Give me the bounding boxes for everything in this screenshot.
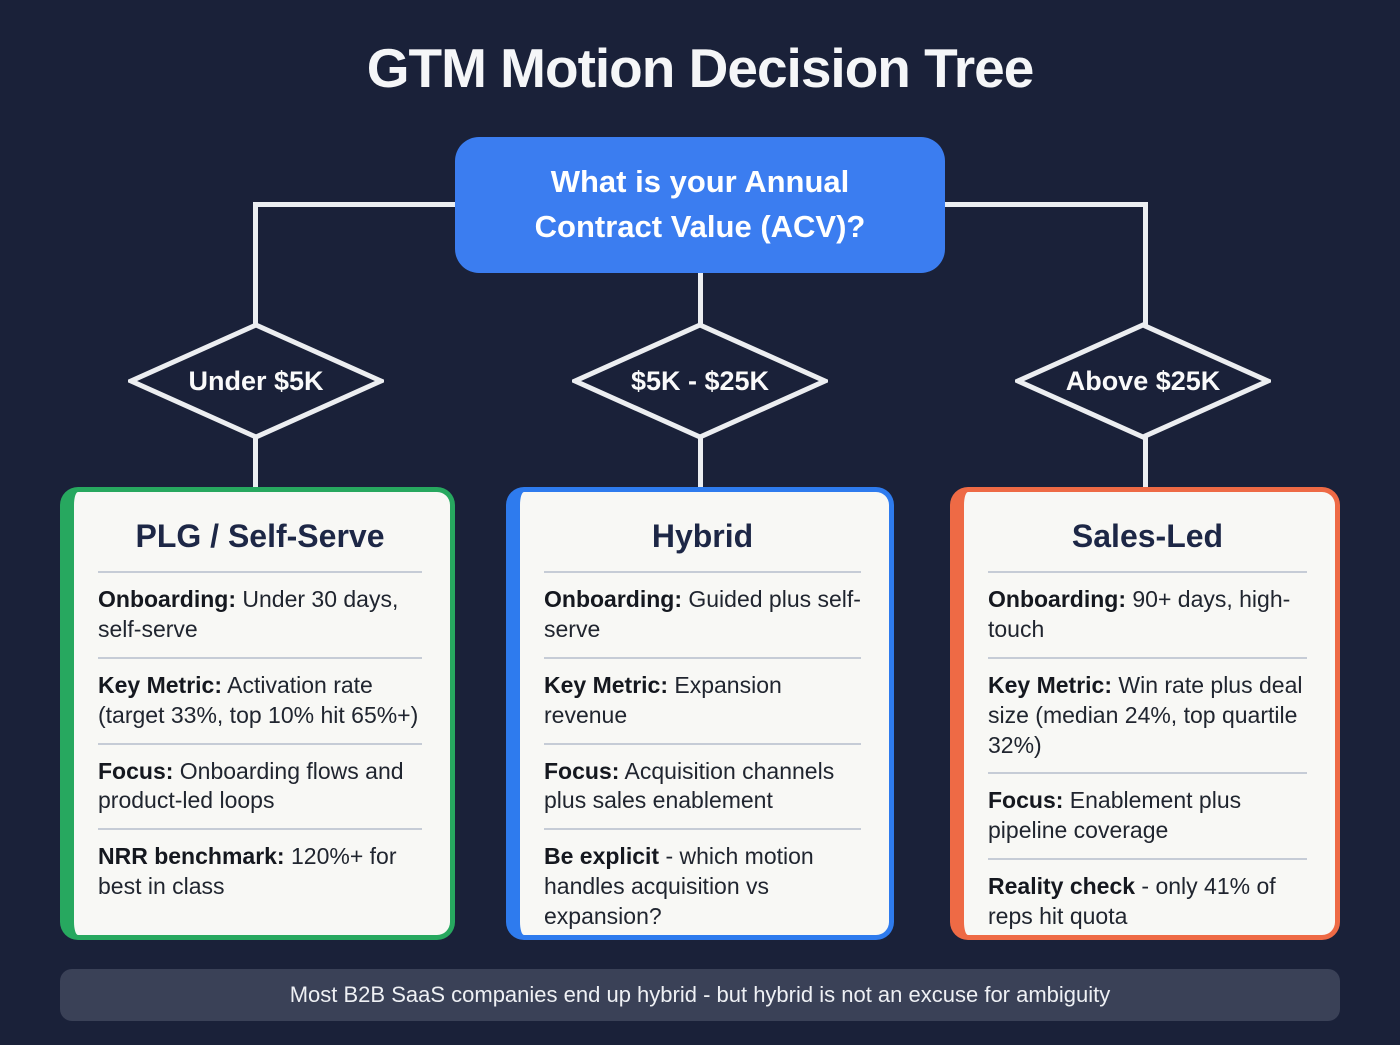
row-text: Onboarding flows and product-led loops xyxy=(98,757,404,814)
divider xyxy=(98,571,422,573)
card-row: Key Metric: Win rate plus deal size (med… xyxy=(988,659,1307,773)
card-row: Key Metric: Expansion revenue xyxy=(544,659,861,743)
row-label: Focus: xyxy=(98,757,174,784)
branch-node-under-5k: Under $5K xyxy=(128,322,384,440)
page-title: GTM Motion Decision Tree xyxy=(366,37,1035,99)
divider xyxy=(988,858,1307,861)
branch-label: $5K - $25K xyxy=(630,365,770,396)
row-label: Key Metric: xyxy=(98,671,222,698)
row-text: Win rate plus deal size (median 24%, top… xyxy=(988,671,1303,758)
row-label: Key Metric: xyxy=(988,671,1112,698)
divider xyxy=(544,571,861,573)
card-hybrid: Hybrid Onboarding: Guided plus self-serv… xyxy=(506,487,894,940)
card-row: Focus: Onboarding flows and product-led … xyxy=(98,745,422,829)
diamond-outline-icon xyxy=(1015,322,1271,440)
card-row: Onboarding: Guided plus self-serve xyxy=(544,573,861,657)
footer-note-bar: Most B2B SaaS companies end up hybrid - … xyxy=(60,969,1340,1021)
card-row: Reality check - only 41% of reps hit quo… xyxy=(988,860,1307,944)
row-text: - which motion handles acquisition vs ex… xyxy=(544,843,814,930)
card-row: Onboarding: Under 30 days, self-serve xyxy=(98,573,422,657)
connector-middle-vertical xyxy=(698,272,703,328)
row-label: Focus: xyxy=(544,757,620,784)
row-text: Under 30 days, self-serve xyxy=(98,586,399,642)
branch-node-5k-25k: $5K - $25K xyxy=(572,322,828,440)
connector-left-vertical xyxy=(253,202,258,328)
card-row: Be explicit - which motion handles acqui… xyxy=(544,830,861,944)
branch-label: Above $25K xyxy=(1065,365,1221,396)
row-text: 120%+ for best in class xyxy=(98,843,397,900)
row-text: Guided plus self-serve xyxy=(544,586,861,642)
connector-branch2-to-card xyxy=(698,434,703,488)
row-text: Acquisition channels plus sales enableme… xyxy=(544,757,835,814)
footer-note-text: Most B2B SaaS companies end up hybrid - … xyxy=(289,982,1111,1007)
divider xyxy=(544,828,861,831)
card-row: NRR benchmark: 120%+ for best in class xyxy=(98,830,422,914)
card-title: PLG / Self-Serve xyxy=(135,518,385,554)
divider xyxy=(544,656,861,659)
card-row: Onboarding: 90+ days, high-touch xyxy=(988,573,1307,657)
row-label: Onboarding: xyxy=(988,586,1126,612)
card-title: Hybrid xyxy=(651,518,754,554)
row-label: Reality check xyxy=(988,873,1136,900)
row-label: Focus: xyxy=(988,787,1064,814)
connector-right-horizontal xyxy=(945,202,1145,207)
divider xyxy=(988,656,1307,659)
card-sales-led: Sales-Led Onboarding: 90+ days, high-tou… xyxy=(950,487,1340,940)
row-text: Activation rate (target 33%, top 10% hit… xyxy=(98,671,419,728)
divider xyxy=(98,828,422,831)
card-title: Sales-Led xyxy=(1071,518,1224,554)
connector-branch1-to-card xyxy=(253,434,258,488)
card-row: Key Metric: Activation rate (target 33%,… xyxy=(98,659,422,743)
divider xyxy=(988,571,1307,573)
row-label: Onboarding: xyxy=(544,586,682,612)
divider xyxy=(544,742,861,745)
row-label: Key Metric: xyxy=(544,671,668,698)
row-text: Expansion revenue xyxy=(544,671,782,728)
card-row: Focus: Acquisition channels plus sales e… xyxy=(544,745,861,829)
row-text: Enablement plus pipeline coverage xyxy=(988,787,1242,844)
row-text: - only 41% of reps hit quota xyxy=(988,873,1276,930)
branch-node-above-25k: Above $25K xyxy=(1015,322,1271,440)
row-text: 90+ days, high-touch xyxy=(988,586,1291,642)
diamond-outline-icon xyxy=(572,322,828,440)
card-plg-self-serve: PLG / Self-Serve Onboarding: Under 30 da… xyxy=(60,487,455,940)
connector-left-horizontal xyxy=(255,202,455,207)
row-label: NRR benchmark: xyxy=(98,843,285,870)
divider xyxy=(98,656,422,659)
card-row: Focus: Enablement plus pipeline coverage xyxy=(988,774,1307,858)
row-label: Onboarding: xyxy=(98,586,236,612)
row-label: Be explicit xyxy=(544,843,660,870)
divider xyxy=(988,772,1307,775)
diamond-outline-icon xyxy=(128,322,384,440)
root-question-node: What is your Annual Contract Value (ACV)… xyxy=(455,137,945,273)
divider xyxy=(98,742,422,745)
connector-right-vertical xyxy=(1143,202,1148,328)
root-question-text: What is your Annual Contract Value (ACV)… xyxy=(534,164,866,244)
connector-branch3-to-card xyxy=(1143,434,1148,488)
branch-label: Under $5K xyxy=(188,365,324,396)
